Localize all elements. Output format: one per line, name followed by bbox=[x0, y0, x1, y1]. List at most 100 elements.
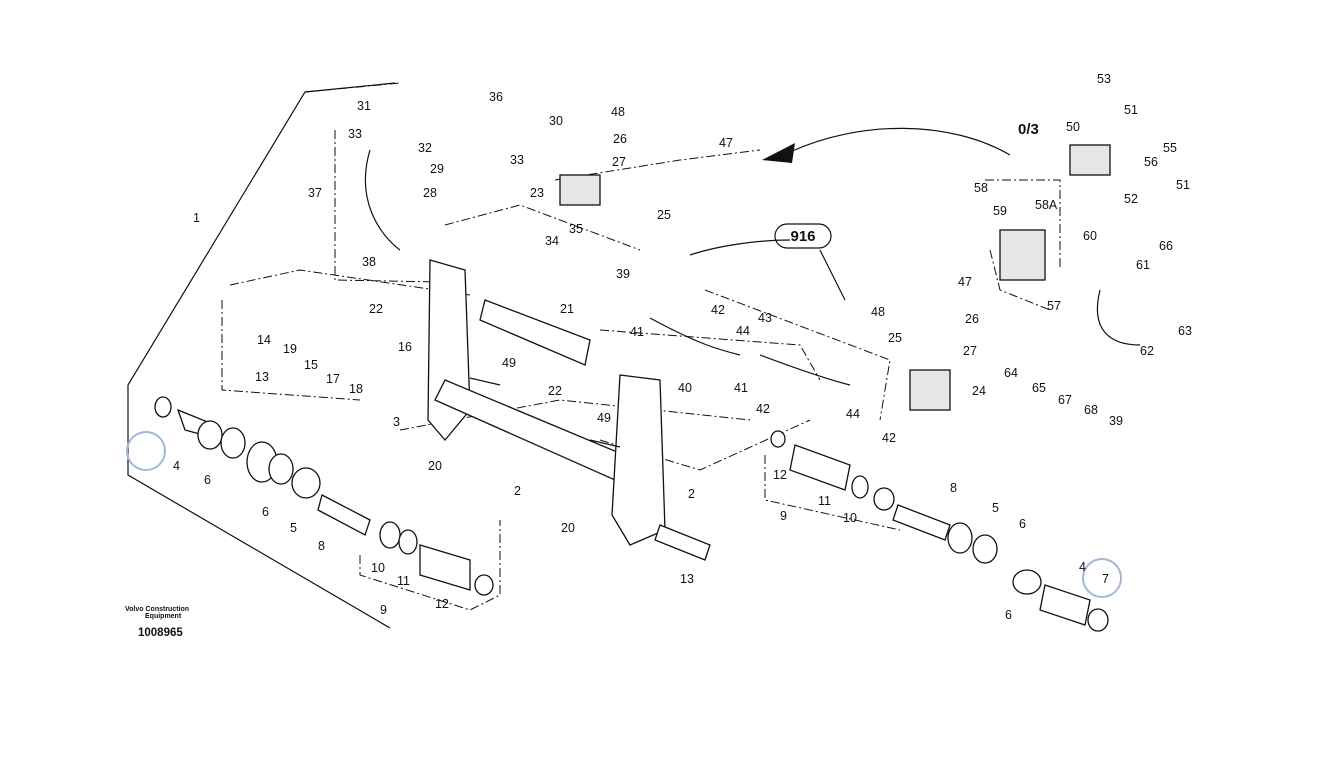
part-label-66: 66 bbox=[1159, 239, 1173, 253]
part-label-9: 9 bbox=[780, 509, 787, 523]
part-label-25: 25 bbox=[888, 331, 902, 345]
part-label-59: 59 bbox=[993, 204, 1007, 218]
brand-line-1: Volvo Construction bbox=[125, 606, 189, 613]
part-label-52: 52 bbox=[1124, 192, 1138, 206]
part-label-20: 20 bbox=[428, 459, 442, 473]
highlight-circle-part-7 bbox=[1082, 558, 1122, 598]
part-label-6: 6 bbox=[1019, 517, 1026, 531]
part-label-53: 53 bbox=[1097, 72, 1111, 86]
part-label-58A: 58A bbox=[1035, 198, 1058, 212]
part-label-20: 20 bbox=[561, 521, 575, 535]
part-label-16: 16 bbox=[398, 340, 412, 354]
part-label-44: 44 bbox=[736, 324, 750, 338]
part-label-48: 48 bbox=[871, 305, 885, 319]
part-label-33: 33 bbox=[510, 153, 524, 167]
part-label-64: 64 bbox=[1004, 366, 1018, 380]
part-label-55: 55 bbox=[1163, 141, 1177, 155]
part-label-8: 8 bbox=[318, 539, 325, 553]
part-label-14: 14 bbox=[257, 333, 271, 347]
part-label-7: 7 bbox=[1102, 572, 1109, 586]
reference-number: 1008965 bbox=[138, 627, 183, 639]
part-label-8: 8 bbox=[950, 481, 957, 495]
part-label-42: 42 bbox=[882, 431, 896, 445]
variant-label: 0/3 bbox=[1018, 121, 1039, 138]
assembly-outline bbox=[127, 82, 1061, 629]
part-label-42: 42 bbox=[711, 303, 725, 317]
part-label-13: 13 bbox=[680, 572, 694, 586]
part-label-12: 12 bbox=[773, 468, 787, 482]
part-label-4: 4 bbox=[173, 459, 180, 473]
part-label-26: 26 bbox=[965, 312, 979, 326]
part-label-32: 32 bbox=[418, 141, 432, 155]
part-label-51: 51 bbox=[1176, 178, 1190, 192]
part-label-27: 27 bbox=[963, 344, 977, 358]
part-label-47: 47 bbox=[958, 275, 972, 289]
part-label-51: 51 bbox=[1124, 103, 1138, 117]
part-label-49: 49 bbox=[502, 356, 516, 370]
part-label-22: 22 bbox=[548, 384, 562, 398]
part-label-36: 36 bbox=[489, 90, 503, 104]
part-label-40: 40 bbox=[678, 381, 692, 395]
part-label-23: 23 bbox=[530, 186, 544, 200]
part-label-10: 10 bbox=[371, 561, 385, 575]
part-label-18: 18 bbox=[349, 382, 363, 396]
part-label-22: 22 bbox=[369, 302, 383, 316]
part-label-4: 4 bbox=[1079, 560, 1086, 574]
left-pin-assembly bbox=[154, 396, 494, 596]
part-label-50: 50 bbox=[1066, 120, 1080, 134]
part-label-56: 56 bbox=[1144, 155, 1158, 169]
part-label-57: 57 bbox=[1047, 299, 1061, 313]
part-label-33: 33 bbox=[348, 127, 362, 141]
part-label-26: 26 bbox=[613, 132, 627, 146]
part-label-63: 63 bbox=[1178, 324, 1192, 338]
part-label-10: 10 bbox=[843, 511, 857, 525]
part-label-68: 68 bbox=[1084, 403, 1098, 417]
right-pin-assembly bbox=[770, 430, 1109, 632]
part-label-11: 11 bbox=[818, 494, 831, 508]
part-label-43: 43 bbox=[758, 311, 772, 325]
part-label-21: 21 bbox=[560, 302, 574, 316]
part-label-9: 9 bbox=[380, 603, 387, 617]
axle-and-brackets bbox=[427, 259, 711, 561]
part-label-1: 1 bbox=[193, 211, 200, 225]
part-label-42: 42 bbox=[756, 402, 770, 416]
part-label-35: 35 bbox=[569, 222, 583, 236]
part-label-2: 2 bbox=[514, 484, 521, 498]
part-label-6: 6 bbox=[1005, 608, 1012, 622]
part-label-31: 31 bbox=[357, 99, 371, 113]
part-label-24: 24 bbox=[972, 384, 986, 398]
part-label-5: 5 bbox=[290, 521, 297, 535]
part-label-5: 5 bbox=[992, 501, 999, 515]
part-label-15: 15 bbox=[304, 358, 318, 372]
group-callout-916: 916 bbox=[774, 223, 832, 249]
part-label-12: 12 bbox=[435, 597, 449, 611]
reference-arrow bbox=[762, 127, 1011, 163]
part-label-39: 39 bbox=[616, 267, 630, 281]
brand-line-2: Equipment bbox=[145, 613, 182, 620]
part-label-47: 47 bbox=[719, 136, 733, 150]
part-label-44: 44 bbox=[846, 407, 860, 421]
part-label-30: 30 bbox=[549, 114, 563, 128]
highlight-markers bbox=[126, 431, 1122, 598]
part-label-60: 60 bbox=[1083, 229, 1097, 243]
part-label-11: 11 bbox=[397, 574, 410, 588]
highlight-circle-part-1 bbox=[126, 431, 166, 471]
group-label: 916 bbox=[790, 228, 815, 245]
part-label-38: 38 bbox=[362, 255, 376, 269]
part-label-28: 28 bbox=[423, 186, 437, 200]
part-label-19: 19 bbox=[283, 342, 297, 356]
part-label-29: 29 bbox=[430, 162, 444, 176]
part-label-65: 65 bbox=[1032, 381, 1046, 395]
footer: Volvo Construction Equipment 1008965 bbox=[125, 606, 189, 639]
part-label-48: 48 bbox=[611, 105, 625, 119]
part-label-37: 37 bbox=[308, 186, 322, 200]
hydraulic-lines bbox=[364, 144, 1141, 411]
part-label-41: 41 bbox=[630, 325, 644, 339]
part-label-6: 6 bbox=[262, 505, 269, 519]
part-label-62: 62 bbox=[1140, 344, 1154, 358]
part-label-3: 3 bbox=[393, 415, 400, 429]
part-label-67: 67 bbox=[1058, 393, 1072, 407]
part-label-41: 41 bbox=[734, 381, 748, 395]
part-label-17: 17 bbox=[326, 372, 340, 386]
